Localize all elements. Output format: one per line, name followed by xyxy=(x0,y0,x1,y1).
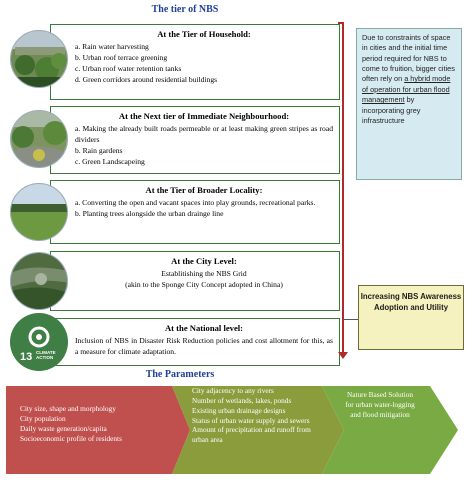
awareness-box: Increasing NBS Awareness Adoption and Ut… xyxy=(358,285,464,350)
rain-garden-image xyxy=(10,110,68,168)
tier-item: Establitishing the NBS Grid xyxy=(161,269,247,279)
note-text: by incorporating grey infrastructure xyxy=(362,95,421,125)
chevron-nbs-solution xyxy=(322,386,458,474)
awareness-connector xyxy=(343,319,358,320)
red-vertical-line xyxy=(342,24,344,356)
city-aerial-image xyxy=(10,252,68,310)
tier-heading: At the Tier of Broader Locality: xyxy=(145,185,263,195)
parameter-line: Socioeconomic profile of residents xyxy=(20,433,122,443)
parameter-line: Number of wetlands, lakes, ponds xyxy=(192,395,292,405)
note-underlined: a hybrid mode of operation for urban flo… xyxy=(362,74,451,105)
chevron-city-profile xyxy=(6,386,190,474)
badge-number: 13 xyxy=(20,351,33,363)
red-connector xyxy=(338,22,344,24)
tier-neighbourhood: At the Next tier of Immediate Neighbourh… xyxy=(10,106,340,174)
parameters-title: The Parameters xyxy=(145,369,215,380)
tier-item: (akin to the Sponge City Concept adopted… xyxy=(125,279,283,289)
tier-item: a. Rain water harvesting xyxy=(75,42,149,52)
tier-city: At the City Level: Establitishing the NB… xyxy=(10,251,340,311)
rooftop-garden-image xyxy=(10,30,68,88)
red-arrowhead xyxy=(338,352,348,359)
parameter-line: City population xyxy=(20,413,66,423)
tier-item: Inclusion of NBS in Disaster Risk Reduct… xyxy=(75,336,333,356)
hybrid-mode-note: Due to constraints of space in cities an… xyxy=(356,28,462,180)
tier-heading: At the National level: xyxy=(164,323,244,333)
tier-item: d. Green corridors around residential bu… xyxy=(75,74,218,84)
tier-item: b. Planting trees alongside the urban dr… xyxy=(75,208,224,218)
parameter-city-profile: City size, shape and morphology City pop… xyxy=(20,404,170,443)
tier-city-box: At the City Level: Establitishing the NB… xyxy=(50,251,340,311)
parameter-line: Existing urban drainage designs xyxy=(192,405,286,415)
chevron-hydrology xyxy=(172,386,344,474)
parameter-nbs-solution: Nature Based Solution for urban water-lo… xyxy=(344,390,416,420)
parameter-line: Nature Based Solution for urban water-lo… xyxy=(345,390,415,419)
tier-neighbourhood-box: At the Next tier of Immediate Neighbourh… xyxy=(50,106,340,174)
badge-label: CLIMATE ACTION xyxy=(36,350,56,360)
tier-item: c. Urban roof water retention tanks xyxy=(75,63,182,73)
tier-locality-box: At the Tier of Broader Locality: a. Conv… xyxy=(50,180,340,244)
tier-national-box: At the National level: Inclusion of NBS … xyxy=(50,318,340,366)
tier-item: a. Converting the open and vacant spaces… xyxy=(75,198,316,208)
climate-action-badge: 13 CLIMATE ACTION xyxy=(10,313,68,371)
tier-household-box: At the Tier of Household: a. Rain water … xyxy=(50,24,340,100)
tier-item: b. Rain gardens xyxy=(75,145,123,155)
tier-item: a. Making the already built roads permea… xyxy=(75,124,333,144)
open-field-image xyxy=(10,183,68,241)
parameter-line: City size, shape and morphology xyxy=(20,404,116,413)
parameter-line: Status of urban water supply and sewers xyxy=(192,415,310,425)
tier-heading: At the Next tier of Immediate Neighbourh… xyxy=(118,111,290,121)
tier-household: At the Tier of Household: a. Rain water … xyxy=(10,24,340,100)
tier-heading: At the Tier of Household: xyxy=(157,29,251,39)
tier-national: 13 CLIMATE ACTION At the National level:… xyxy=(10,313,340,371)
parameter-hydrology: City adjacency to any rivers Number of w… xyxy=(192,386,322,445)
tier-item: b. Urban roof terrace greening xyxy=(75,52,168,62)
note-text: Due to constraints of space in cities an… xyxy=(362,33,455,84)
tier-title: The tier of NBS xyxy=(151,4,219,15)
tier-locality: At the Tier of Broader Locality: a. Conv… xyxy=(10,180,340,244)
parameter-line: City adjacency to any rivers xyxy=(192,386,274,395)
parameter-line: Amount of precipitation and runoff from … xyxy=(192,425,311,445)
parameters-chevrons: City size, shape and morphology City pop… xyxy=(6,382,468,478)
tier-item: c. Green Landscapeing xyxy=(75,156,145,166)
tier-heading: At the City Level: xyxy=(171,256,237,266)
parameter-line: Daily waste generation/capita xyxy=(20,423,107,433)
